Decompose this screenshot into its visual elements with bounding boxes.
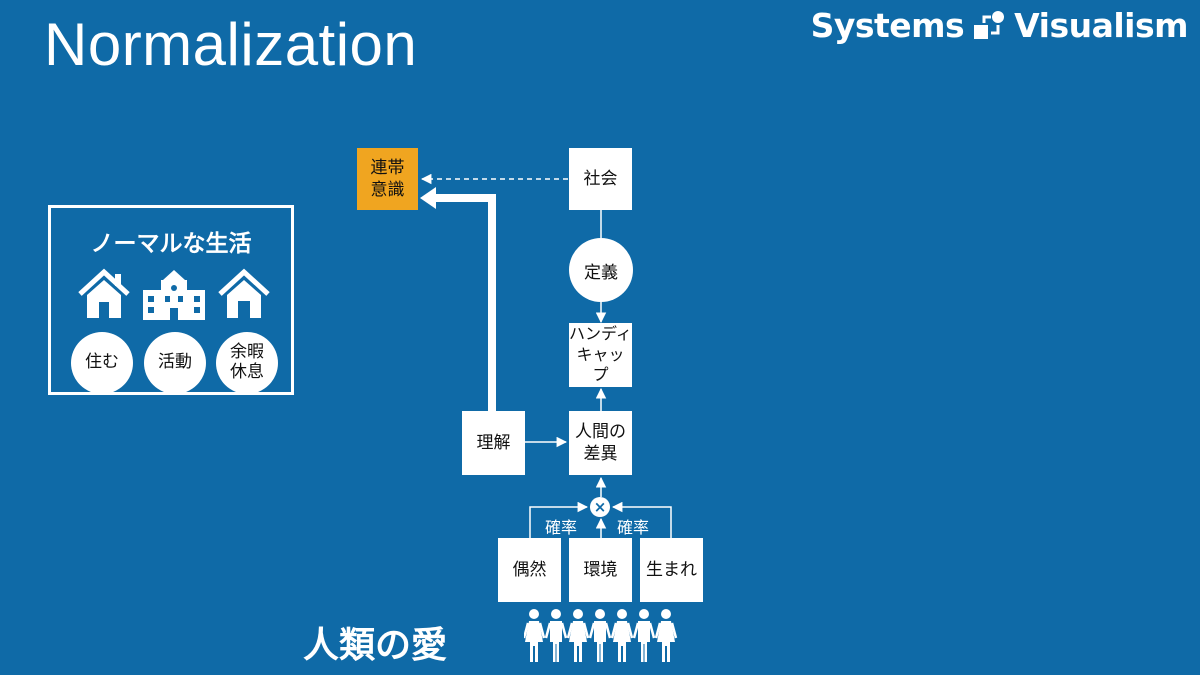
arrow-birth-multiply (611, 501, 672, 538)
node-solidarity: 連帯 意識 (357, 148, 418, 210)
node-human-difference: 人間の 差異 (569, 411, 632, 475)
brand-logo: Systems Visualism (810, 6, 1189, 45)
node-chance: 偶然 (498, 538, 561, 602)
school-building-icon (143, 270, 205, 320)
love-of-humanity-title: 人類の愛 (303, 625, 448, 666)
systems-visualism-logo-icon (974, 10, 1005, 39)
brand-right: Visualism (1014, 6, 1188, 45)
person-figure-icon (654, 609, 678, 662)
people-group-icon (524, 609, 678, 662)
house-icon (218, 268, 270, 318)
normal-life-panel: ノーマルな生活 住む 活動 余暇 休息 (48, 205, 294, 395)
person-figure-icon (610, 609, 634, 662)
slide-title: Normalization (44, 11, 418, 78)
person-figure-icon (632, 609, 656, 662)
node-environment: 環境 (569, 538, 632, 602)
thick-arrowhead (420, 187, 436, 209)
multiply-node: × (590, 497, 610, 517)
node-birth: 生まれ (640, 538, 703, 602)
arrow-chance-multiply (529, 501, 589, 538)
life-circle-living: 住む (71, 332, 133, 394)
node-handicap: ハンディ キャップ (569, 323, 632, 387)
person-figure-icon (588, 609, 612, 662)
node-society: 社会 (569, 148, 632, 210)
life-circle-activity: 活動 (144, 332, 206, 394)
thick-arrow-understanding-solidarity (432, 194, 496, 411)
person-figure-icon (524, 609, 546, 662)
brand-left: Systems (810, 6, 965, 45)
person-figure-icon (544, 609, 568, 662)
person-figure-icon (566, 609, 590, 662)
normal-life-title: ノーマルな生活 (90, 231, 252, 257)
probability-label-right: 確率 (615, 514, 652, 538)
node-definition: 定義 (569, 238, 633, 302)
probability-label-left: 確率 (543, 514, 580, 538)
life-circle-leisure: 余暇 休息 (216, 332, 278, 394)
house-icon (78, 268, 130, 318)
node-understanding: 理解 (462, 411, 525, 475)
